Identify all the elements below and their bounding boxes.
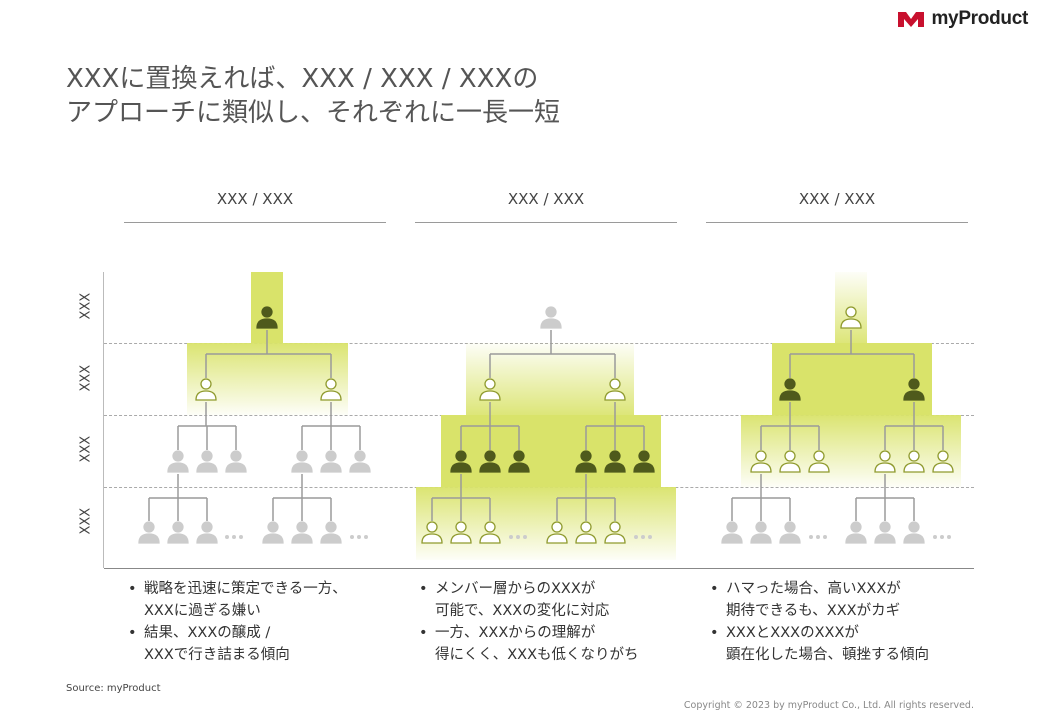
person-icon (256, 306, 278, 329)
person-icon (450, 450, 472, 473)
person-icon (320, 378, 342, 401)
person-icon (479, 521, 501, 544)
column-notes-1: 戦略を迅速に策定できる一方、 XXXに過ぎる嫌い 結果、XXXの醸成 / XXX… (124, 578, 394, 666)
person-icon (196, 521, 218, 544)
person-icon (575, 521, 597, 544)
highlight-bands (187, 272, 961, 560)
column-header-rule-2 (415, 222, 677, 223)
ellipsis-icon (509, 535, 527, 539)
page-title: XXXに置換えれば、XXX / XXX / XXXの アプローチに類似し、それぞ… (66, 64, 561, 128)
person-icon (320, 450, 342, 473)
person-icon (903, 521, 925, 544)
row-axis-line (103, 272, 104, 568)
column-header-1: XXX / XXX (216, 190, 294, 208)
person-icon (225, 450, 247, 473)
column-notes-2: メンバー層からのXXXが 可能で、XXXの変化に対応 一方、XXXからの理解が … (415, 578, 685, 666)
person-icon (750, 521, 772, 544)
person-icon (167, 450, 189, 473)
highlight-band (466, 343, 634, 415)
person-icon (633, 450, 655, 473)
person-icon (808, 450, 830, 473)
person-icon (320, 521, 342, 544)
highlight-band (441, 415, 661, 487)
people (138, 306, 954, 544)
person-icon (195, 378, 217, 401)
note-item: XXXとXXXのXXXが 顕在化した場合、頓挫する傾向 (706, 622, 976, 666)
ellipsis-icon (225, 535, 243, 539)
copyright: Copyright © 2023 by myProduct Co., Ltd. … (683, 700, 974, 711)
person-icon (479, 378, 501, 401)
ellipsis-icon (809, 535, 827, 539)
person-icon (546, 521, 568, 544)
source-note: Source: myProduct (66, 683, 161, 694)
person-icon (421, 521, 443, 544)
person-icon (291, 450, 313, 473)
person-icon (604, 450, 626, 473)
person-icon (874, 450, 896, 473)
column-header-rule-1 (124, 222, 386, 223)
ellipsis-icon (634, 535, 652, 539)
column-header-rule-3 (706, 222, 968, 223)
note-item: ハマった場合、高いXXXが 期待できるも、XXXがカギ (706, 578, 976, 622)
diagram-bottom-rule (104, 568, 974, 569)
column-header-3: XXX / XXX (798, 190, 876, 208)
person-icon (932, 450, 954, 473)
person-icon (874, 521, 896, 544)
note-item: 結果、XXXの醸成 / XXXで行き詰まる傾向 (124, 622, 394, 666)
person-icon (167, 521, 189, 544)
brand-logo-icon (898, 12, 925, 27)
note-item: 戦略を迅速に策定できる一方、 XXXに過ぎる嫌い (124, 578, 394, 622)
column-header-2: XXX / XXX (507, 190, 585, 208)
person-icon (540, 306, 562, 329)
person-icon (840, 306, 862, 329)
brand-name: myProduct (931, 8, 1028, 29)
column-notes-3: ハマった場合、高いXXXが 期待できるも、XXXがカギ XXXとXXXのXXXが… (706, 578, 976, 666)
person-icon (604, 378, 626, 401)
person-icon (138, 521, 160, 544)
ellipsis-icon (933, 535, 951, 539)
person-icon (750, 450, 772, 473)
person-icon (779, 378, 801, 401)
person-icon (479, 450, 501, 473)
highlight-band (772, 343, 932, 415)
person-icon (779, 521, 801, 544)
person-icon (779, 450, 801, 473)
person-icon (262, 521, 284, 544)
note-item: メンバー層からのXXXが 可能で、XXXの変化に対応 (415, 578, 685, 622)
person-icon (291, 521, 313, 544)
person-icon (196, 450, 218, 473)
highlight-band (187, 343, 348, 415)
person-icon (903, 378, 925, 401)
connector-lines (148, 330, 944, 521)
person-icon (604, 521, 626, 544)
person-icon (903, 450, 925, 473)
highlight-band (741, 415, 961, 487)
person-icon (845, 521, 867, 544)
brand-logo: myProduct (897, 8, 1028, 30)
person-icon (450, 521, 472, 544)
ellipsis-icon (350, 535, 368, 539)
person-icon (349, 450, 371, 473)
person-icon (575, 450, 597, 473)
person-icon (721, 521, 743, 544)
person-icon (508, 450, 530, 473)
note-item: 一方、XXXからの理解が 得にくく、XXXも低くなりがち (415, 622, 685, 666)
